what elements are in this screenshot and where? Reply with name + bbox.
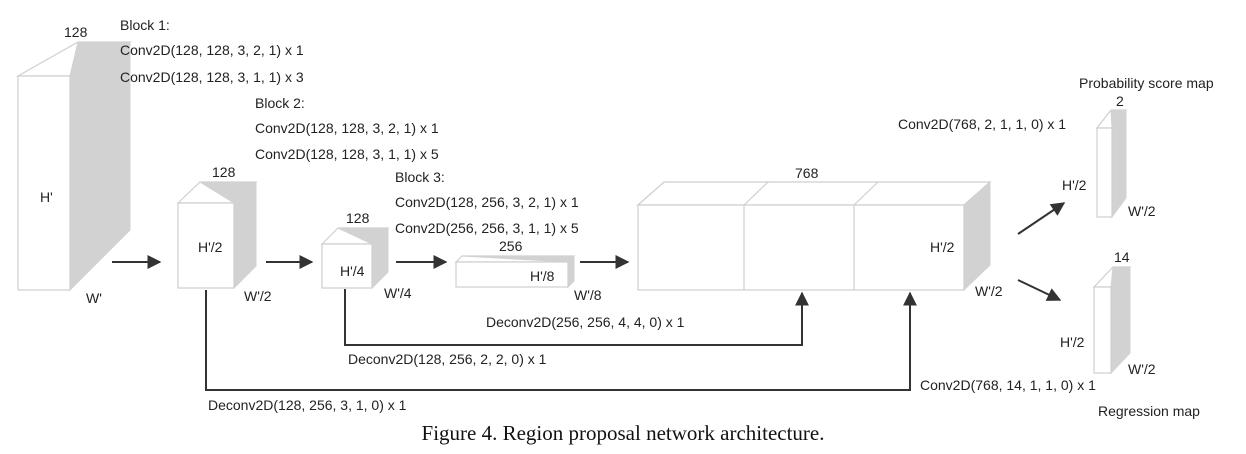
block2-width-label: W'/4 [384, 285, 412, 301]
block2-description: Block 2: Conv2D(128, 128, 3, 2, 1) x 1 C… [255, 95, 439, 162]
block1-title: Block 1: [120, 17, 170, 33]
deconv3-label: Deconv2D(256, 256, 4, 4, 0) x 1 [486, 314, 685, 330]
skip-connection-block2-deconv [344, 289, 809, 346]
block2-title: Block 2: [255, 95, 305, 111]
regression-height-label: H'/2 [1060, 334, 1085, 350]
regression-channels-label: 14 [1114, 249, 1130, 265]
input-height-label: H' [40, 189, 53, 205]
concat-width-label: W'/2 [975, 283, 1003, 299]
block1-line2: Conv2D(128, 128, 3, 1, 1) x 3 [120, 69, 304, 85]
block3-line2: Conv2D(256, 256, 3, 1, 1) x 5 [395, 220, 579, 236]
concat-height-label: H'/2 [930, 239, 955, 255]
probability-channels-label: 2 [1116, 93, 1124, 109]
block3-line1: Conv2D(128, 256, 3, 2, 1) x 1 [395, 194, 579, 210]
block1-output-volume: 128 H'/2 W'/2 [176, 164, 272, 304]
figure-caption: Figure 4. Region proposal network archit… [422, 421, 825, 445]
input-volume: 128 H' W' [15, 24, 133, 306]
block3-title: Block 3: [395, 169, 445, 185]
block2-output-volume: 128 H'/4 W'/4 [320, 210, 412, 301]
probability-map-title: Probability score map [1079, 75, 1214, 91]
block3-description: Block 3: Conv2D(128, 256, 3, 2, 1) x 1 C… [395, 169, 579, 236]
probability-height-label: H'/2 [1062, 177, 1087, 193]
block1-line1: Conv2D(128, 128, 3, 2, 1) x 1 [120, 42, 304, 58]
concat-channels-label: 768 [795, 165, 819, 181]
block3-output-volume: 256 H'/8 W'/8 [454, 238, 602, 303]
input-volume-front [17, 75, 71, 291]
input-volume-side [69, 41, 131, 292]
block2-line2: Conv2D(128, 128, 3, 1, 1) x 5 [255, 146, 439, 162]
deconv2-label: Deconv2D(128, 256, 2, 2, 0) x 1 [348, 351, 547, 367]
input-width-label: W' [86, 290, 102, 306]
regression-width-label: W'/2 [1128, 361, 1156, 377]
probability-width-label: W'/2 [1128, 203, 1156, 219]
block1-channels-label: 128 [212, 164, 236, 180]
block3-width-label: W'/8 [574, 287, 602, 303]
block1-height-label: H'/2 [198, 239, 223, 255]
arrow-to-probability-map [1017, 202, 1066, 235]
regression-map-title: Regression map [1098, 403, 1200, 419]
skip-connection-block1-deconv [205, 290, 917, 391]
block2-height-label: H'/4 [340, 263, 365, 279]
probability-map-volume: Probability score map 2 H'/2 W'/2 [1062, 75, 1214, 219]
block2-line1: Conv2D(128, 128, 3, 2, 1) x 1 [255, 120, 439, 136]
deconv1-label: Deconv2D(128, 256, 3, 1, 0) x 1 [208, 397, 407, 413]
input-channels-label: 128 [64, 24, 88, 40]
regression-map-volume: 14 H'/2 W'/2 Regression map [1060, 249, 1200, 419]
arrow-to-regression-map [1017, 279, 1062, 301]
block2-channels-label: 128 [346, 210, 370, 226]
probability-conv-label: Conv2D(768, 2, 1, 1, 0) x 1 [898, 116, 1066, 132]
block1-width-label: W'/2 [244, 288, 272, 304]
block3-height-label: H'/8 [530, 268, 555, 284]
block1-description: Block 1: Conv2D(128, 128, 3, 2, 1) x 1 C… [120, 17, 304, 85]
regression-conv-label: Conv2D(768, 14, 1, 1, 0) x 1 [920, 377, 1096, 393]
concat-volume: 768 H'/2 W'/2 [636, 165, 1003, 299]
block3-channels-label: 256 [499, 238, 523, 254]
